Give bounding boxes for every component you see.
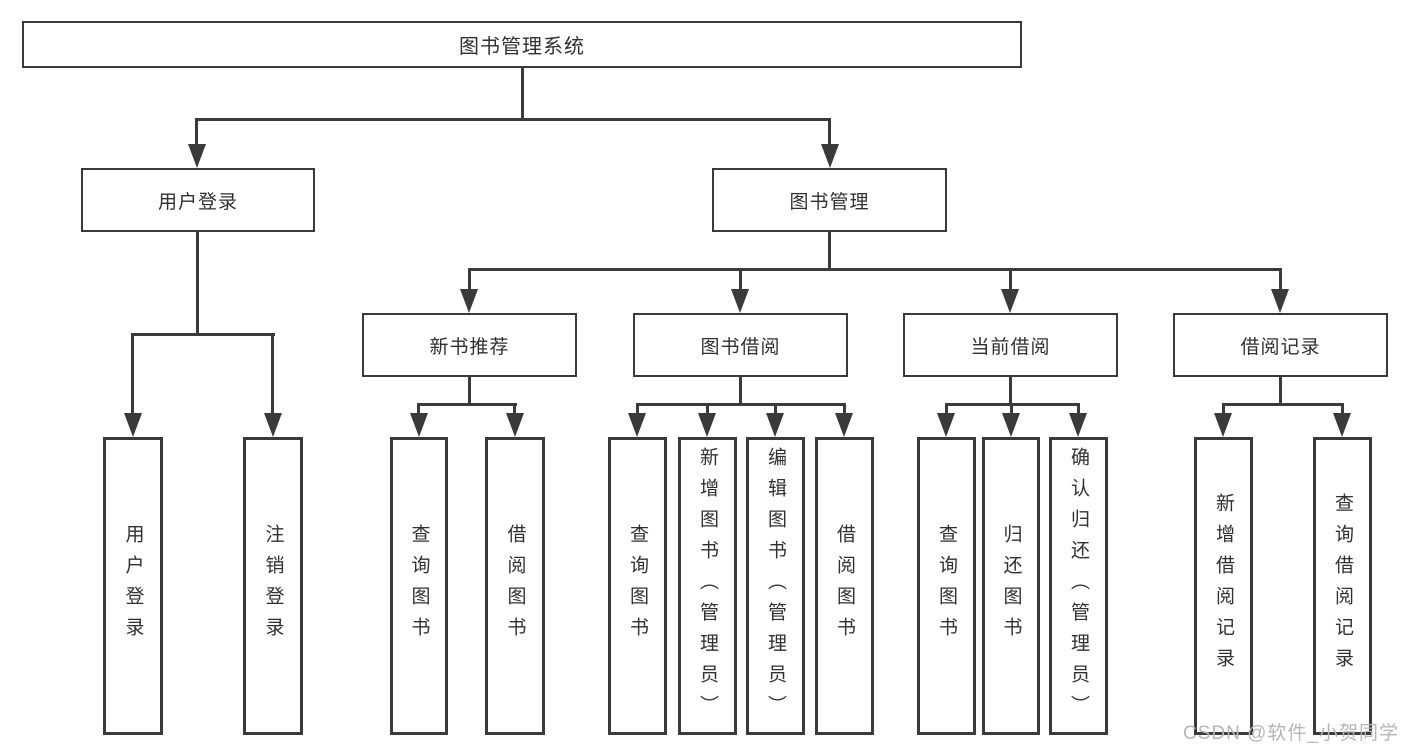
arrowhead-book-management-icon — [821, 144, 839, 168]
arrowhead-current-query-icon — [937, 413, 955, 437]
arrowhead-recommend-query-icon — [410, 413, 428, 437]
node-borrowing-records: 借阅记录 — [1173, 313, 1388, 377]
edge-to-current-confirm — [1077, 404, 1080, 415]
edge-borrowing-split — [636, 403, 846, 406]
arrowhead-borrowing-add-icon — [698, 413, 716, 437]
edge-to-borrowing-records — [1279, 269, 1282, 291]
edge-to-current-query — [945, 404, 948, 415]
arrowhead-borrowing-query-icon — [628, 413, 646, 437]
edge-to-recommend-borrow — [513, 404, 516, 415]
edge-recommend-split — [417, 403, 517, 406]
leaf-records-query-record: 查询借阅记录 — [1313, 437, 1372, 735]
arrowhead-book-borrowing-icon — [731, 289, 749, 313]
edge-borrowing-drop — [739, 377, 742, 405]
leaf-borrow-add-books-admin: 新增图书（管理员） — [678, 437, 737, 735]
edge-to-current-return — [1010, 404, 1013, 415]
edge-to-new-book-recommendation — [468, 269, 471, 291]
edge-to-current-borrowing — [1009, 269, 1012, 291]
arrowhead-current-confirm-icon — [1069, 413, 1087, 437]
leaf-borrow-edit-books-admin: 编辑图书（管理员） — [746, 437, 805, 735]
node-book-management: 图书管理 — [712, 168, 947, 232]
leaf-recommend-query-books: 查询图书 — [390, 437, 448, 735]
edge-recommend-drop — [468, 377, 471, 405]
edge-book-management-drop — [828, 232, 831, 270]
leaf-current-return-books: 归还图书 — [982, 437, 1040, 735]
arrowhead-current-borrowing-icon — [1001, 289, 1019, 313]
node-current-borrowing: 当前借阅 — [903, 313, 1118, 377]
edge-to-records-query — [1341, 404, 1344, 415]
node-user-login: 用户登录 — [81, 168, 315, 232]
edge-to-leaf-logout — [271, 334, 274, 415]
leaf-recommend-borrow-books: 借阅图书 — [485, 437, 545, 735]
edge-to-borrowing-query — [636, 404, 639, 415]
leaf-borrow-query-books: 查询图书 — [608, 437, 667, 735]
arrowhead-borrowing-records-icon — [1271, 289, 1289, 313]
arrowhead-borrowing-borrow-icon — [835, 413, 853, 437]
node-new-book-recommendation: 新书推荐 — [362, 313, 577, 377]
edge-records-drop — [1279, 377, 1282, 405]
leaf-logout: 注销登录 — [243, 437, 303, 735]
edge-to-recommend-query — [417, 404, 420, 415]
arrowhead-borrowing-edit-icon — [766, 413, 784, 437]
leaf-records-add-record: 新增借阅记录 — [1194, 437, 1253, 735]
leaf-current-confirm-return-admin: 确认归还（管理员） — [1049, 437, 1108, 735]
edge-records-split — [1222, 403, 1344, 406]
arrowhead-current-return-icon — [1002, 413, 1020, 437]
edge-to-borrowing-edit — [774, 404, 777, 415]
edge-to-book-borrowing — [739, 269, 742, 291]
arrowhead-leaf-user-login-icon — [124, 413, 142, 437]
node-library-management-system: 图书管理系统 — [22, 21, 1022, 68]
edge-book-management-split — [468, 268, 1282, 271]
edge-root-to-user-login — [195, 119, 198, 146]
leaf-borrow-borrow-books: 借阅图书 — [815, 437, 874, 735]
arrowhead-records-add-icon — [1214, 413, 1232, 437]
edge-current-drop — [1009, 377, 1012, 405]
csdn-watermark: CSDN @软件_小贺同学 — [1183, 723, 1399, 744]
edge-user-login-drop — [196, 232, 199, 335]
edge-to-records-add — [1222, 404, 1225, 415]
edge-root-drop — [521, 68, 524, 120]
leaf-user-login: 用户登录 — [103, 437, 163, 735]
arrowhead-recommend-borrow-icon — [506, 413, 524, 437]
arrowhead-records-query-icon — [1333, 413, 1351, 437]
arrowhead-new-book-recommendation-icon — [460, 289, 478, 313]
arrowhead-leaf-logout-icon — [264, 413, 282, 437]
edge-root-to-book-management — [828, 119, 831, 146]
edge-to-borrowing-borrow — [843, 404, 846, 415]
edge-user-login-split — [131, 333, 275, 336]
edge-to-borrowing-add — [706, 404, 709, 415]
edge-root-split — [195, 118, 831, 121]
node-book-borrowing: 图书借阅 — [633, 313, 848, 377]
arrowhead-user-login-icon — [188, 144, 206, 168]
edge-to-leaf-user-login — [131, 334, 134, 415]
leaf-current-query-books: 查询图书 — [917, 437, 976, 735]
